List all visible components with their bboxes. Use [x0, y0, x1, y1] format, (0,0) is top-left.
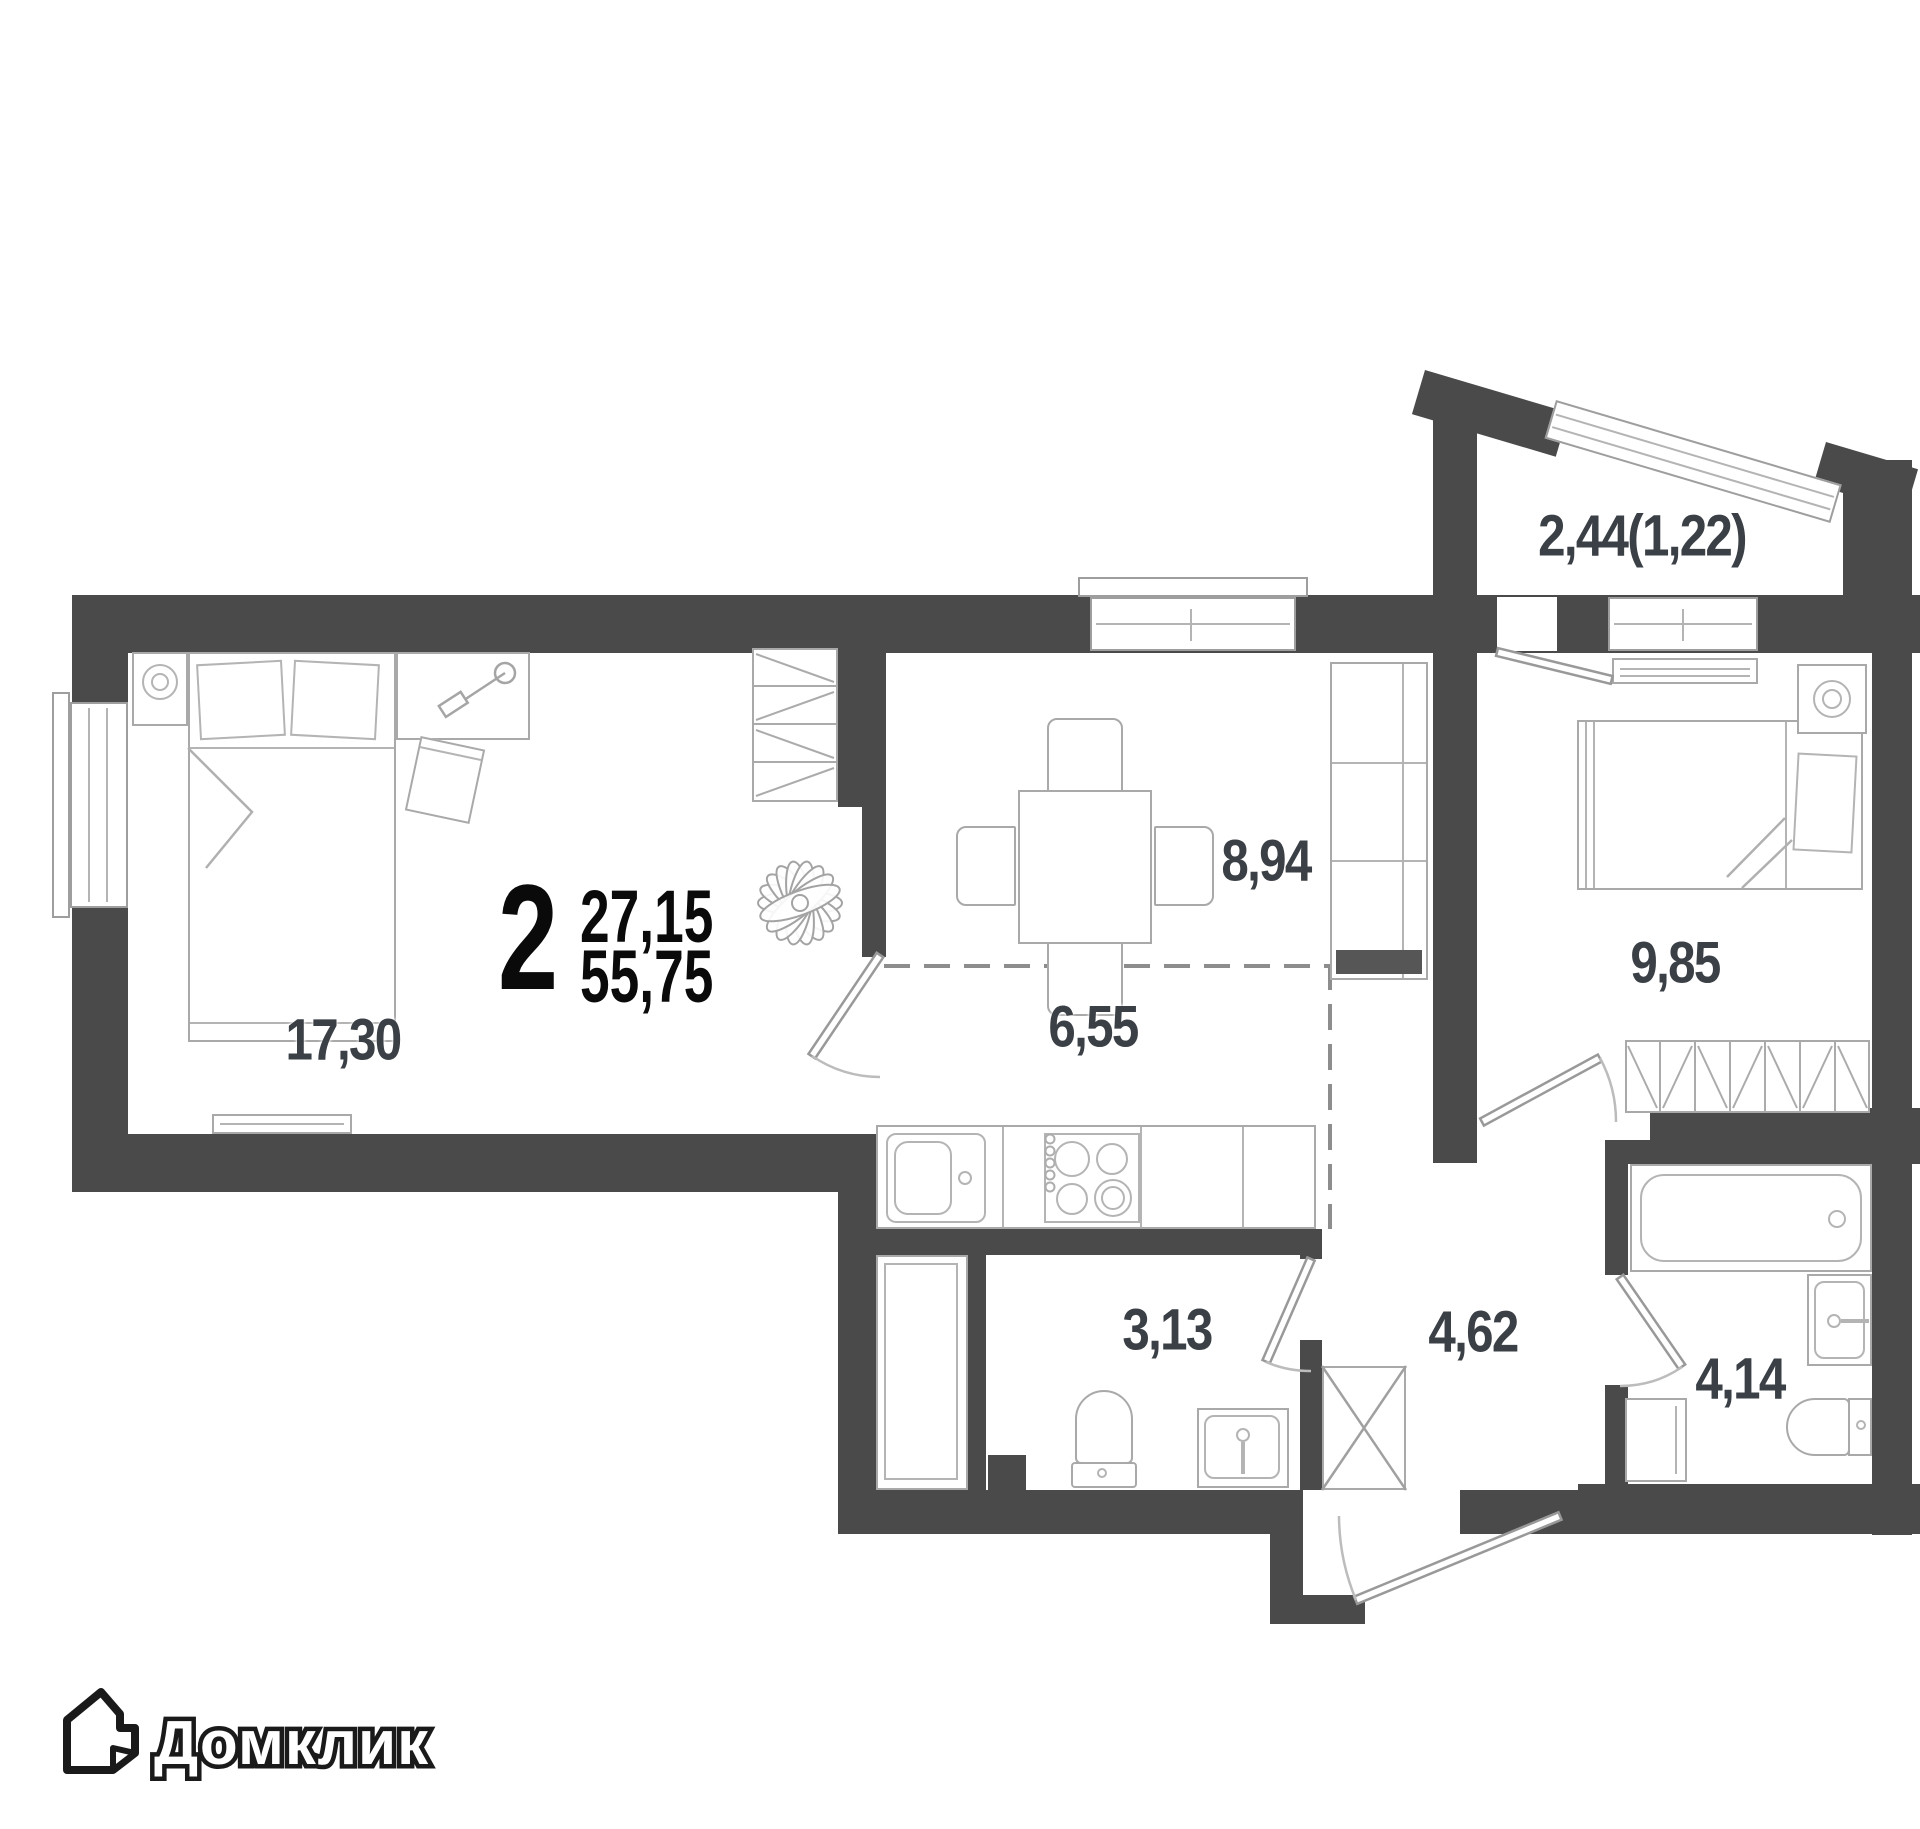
wall [1300, 1229, 1322, 1259]
balcony-door-opening [1497, 597, 1557, 651]
door-arc-icon [1265, 1360, 1312, 1373]
rooms-count-label: 2 [498, 853, 559, 1021]
door-leaf-icon [1352, 1510, 1564, 1606]
wall [72, 1134, 838, 1192]
toilet-icon [1075, 1390, 1133, 1464]
door-arc-icon [811, 1054, 881, 1079]
door-leaf-icon [1478, 1052, 1604, 1128]
flush-button-icon [1856, 1420, 1866, 1430]
burner-icon [1056, 1183, 1088, 1215]
sink-icon [1197, 1408, 1289, 1488]
chair-icon [1154, 826, 1214, 906]
faucet-icon [958, 1171, 972, 1185]
bathtub-icon [1630, 1164, 1872, 1272]
burner-icon [1096, 1143, 1128, 1175]
lamp-icon [1822, 689, 1842, 709]
room-area-label: 9,85 [1630, 930, 1721, 996]
plant-icon [757, 860, 843, 946]
chair-icon [956, 826, 1016, 906]
wall [1605, 1385, 1628, 1490]
door-leaf-icon [1494, 646, 1615, 686]
domclick-logo: Домклик [63, 1688, 433, 1783]
blanket-fold-icon [1726, 817, 1793, 889]
window-sill [1078, 577, 1308, 597]
wall [1872, 595, 1912, 1535]
faucet-icon [1236, 1428, 1250, 1442]
domclick-logo-text: Домклик [154, 1709, 429, 1778]
cabinet-cross-icon [1320, 1365, 1408, 1491]
wall [862, 807, 886, 957]
bath-cabinet-icon [1625, 1398, 1687, 1482]
chair-icon [1047, 942, 1123, 1016]
door-leaf-icon [1260, 1255, 1317, 1365]
wall [1300, 1340, 1322, 1490]
zone-divider-line [1328, 964, 1332, 1229]
door-arc-icon [1619, 1365, 1683, 1388]
door-leaf-icon [1614, 1272, 1687, 1371]
wall [876, 1229, 1316, 1255]
room-area-label: 4,62 [1428, 1299, 1519, 1365]
wall [1270, 1490, 1303, 1624]
drain-icon [1828, 1210, 1846, 1228]
wall [838, 595, 886, 807]
blanket-fold-icon [187, 747, 254, 869]
single-bed-icon [1577, 720, 1863, 890]
wall [968, 1255, 986, 1490]
room-area-label: 2,44(1,22) [1538, 503, 1747, 569]
window-icon [1090, 597, 1296, 651]
domclick-house-icon [63, 1688, 139, 1774]
stove-knobs-icon [1044, 1133, 1056, 1193]
wall [1650, 1108, 1920, 1164]
wall [838, 1490, 1303, 1534]
wardrobe-hatch-icon [1627, 1042, 1868, 1111]
desk-lamp-icon [437, 661, 517, 719]
window-sill [52, 692, 70, 918]
radiator-icon [1612, 658, 1758, 684]
total-area-label: 55,75 [580, 935, 714, 1018]
shelf-hatch-icon [754, 653, 836, 797]
room-area-label: 3,13 [1122, 1297, 1213, 1363]
window-icon [1608, 597, 1758, 651]
room-area-label: 17,30 [285, 1007, 403, 1073]
room-area-label: 6,55 [1048, 994, 1139, 1060]
living-area-label: 27,15 [580, 875, 714, 958]
chair-icon [1047, 718, 1123, 792]
cupboard-icon [876, 1255, 968, 1490]
faucet-icon [1827, 1314, 1841, 1328]
room-area-label: 8,94 [1221, 828, 1312, 894]
burner-icon [1101, 1186, 1125, 1210]
wall [1433, 408, 1477, 603]
shelving-unit-icon [1330, 662, 1428, 980]
door-arc-icon [1337, 1515, 1358, 1601]
wall [988, 1455, 1026, 1490]
wall [1605, 1140, 1650, 1164]
sink-icon [1807, 1274, 1872, 1366]
burner-icon [1054, 1141, 1090, 1177]
door-arc-icon [1598, 1057, 1618, 1123]
wall [1578, 1484, 1920, 1534]
wall [1605, 1164, 1628, 1275]
dining-table-icon [1018, 790, 1152, 944]
window-icon [70, 702, 128, 908]
wall [838, 1134, 876, 1534]
tv-stand-icon [212, 1114, 352, 1134]
flush-button-icon [1097, 1468, 1107, 1478]
door-leaf-icon [806, 951, 886, 1061]
wall [1433, 595, 1477, 1163]
lamp-icon [151, 673, 169, 691]
kitchen-sink-icon [894, 1141, 952, 1215]
room-area-label: 4,14 [1695, 1346, 1786, 1412]
kitchen-counter-icon [876, 1125, 1316, 1229]
